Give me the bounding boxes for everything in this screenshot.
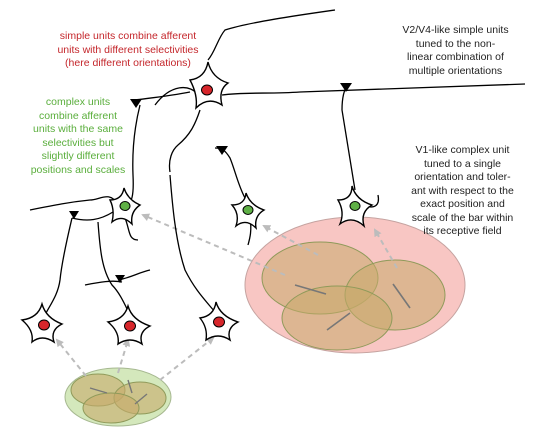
caption-line: scale of the bar within <box>411 211 514 224</box>
small-receptive-field <box>64 367 172 427</box>
caption-line: V1-like complex unit <box>415 144 510 156</box>
small-rf-bar-3 <box>134 393 148 405</box>
complex-unit-1 <box>108 187 142 227</box>
top-unit-branch-right <box>221 83 526 96</box>
simple-unit-top <box>188 61 230 111</box>
small-rf-bar-2 <box>127 379 133 394</box>
connection-arrows <box>55 213 398 381</box>
simple-unit-3 <box>198 301 240 342</box>
caption-line: selectivities but <box>42 136 114 149</box>
synapse-1 <box>130 99 142 108</box>
caption-line: positions and scales <box>30 163 126 176</box>
complex-units-caption: complex units combine afferent units wit… <box>18 96 138 177</box>
large-receptive-field <box>244 216 466 354</box>
complex1-axon <box>29 196 119 211</box>
arrow-small-to-red-3 <box>159 336 215 381</box>
large-rf-ellipse-3 <box>281 285 393 351</box>
complex3-apical <box>341 83 356 191</box>
caption-line: combine afferent <box>38 109 118 122</box>
v2v4-simple-caption: V2/V4-like simple units tuned to the non… <box>383 24 528 78</box>
caption-line: slightly different <box>41 150 115 162</box>
nucleus-green <box>119 201 131 211</box>
small-rf-bar-1 <box>89 387 108 394</box>
large-rf-bar-2 <box>392 283 411 309</box>
arrow-small-to-red-1 <box>55 338 87 377</box>
to-red-2 <box>97 221 131 316</box>
caption-line: orientation and toler- <box>414 171 511 183</box>
complex-unit-2 <box>230 192 266 231</box>
synapse-3 <box>69 211 79 219</box>
complex2-dendrite <box>214 147 246 199</box>
caption-line: simple units combine afferent <box>59 30 197 42</box>
caption-line: tuned to the non- <box>415 37 496 50</box>
arrow-rf-to-green-2 <box>262 225 319 256</box>
caption-line: units with different selectivities <box>57 43 199 56</box>
red2-branch <box>84 280 123 286</box>
arrow-small-to-red-2 <box>117 338 131 374</box>
top-unit-axon <box>168 109 201 173</box>
synapse-markers <box>69 83 352 283</box>
caption-line: complex units <box>45 96 111 108</box>
caption-line: (here different orientations) <box>65 57 191 69</box>
to-red-3 <box>169 174 216 313</box>
synapse-5 <box>340 83 352 92</box>
complex-unit-3 <box>336 185 374 229</box>
large-rf-bar-3 <box>326 312 351 331</box>
complex1-dendrite-left <box>71 211 114 221</box>
caption-line: exact position and <box>420 198 505 210</box>
nucleus-red <box>124 320 136 332</box>
arrow-rf-to-green-3 <box>373 228 398 269</box>
caption-line: units with the same <box>33 123 123 135</box>
caption-line: ant with respect to the <box>411 184 514 197</box>
nucleus-red <box>201 84 213 96</box>
nucleus-red <box>38 319 50 331</box>
simple-unit-2 <box>106 303 152 346</box>
to-red-1 <box>44 217 73 316</box>
large-rf-bar-1 <box>294 284 327 295</box>
small-rf-ellipse-3 <box>82 392 140 424</box>
synapse-4 <box>115 275 125 283</box>
caption-line: linear combination of <box>407 51 504 63</box>
nucleus-green <box>349 201 361 211</box>
simple-unit-1 <box>20 301 64 344</box>
arrow-rf-to-green-1 <box>141 213 286 276</box>
nucleus-red <box>213 316 225 328</box>
v1-complex-caption: V1-like complex unit tuned to a single o… <box>395 144 530 239</box>
nucleus-green <box>242 205 254 215</box>
complex1-dendrite-down <box>124 217 139 241</box>
caption-line: tuned to a single <box>423 157 502 170</box>
simple-units-caption: simple units combine afferent units with… <box>28 30 228 71</box>
caption-line: its receptive field <box>423 225 502 237</box>
caption-line: V2/V4-like simple units <box>402 24 509 36</box>
synapse-2 <box>216 146 228 155</box>
top-unit-apical <box>207 9 336 61</box>
caption-line: multiple orientations <box>408 64 503 77</box>
